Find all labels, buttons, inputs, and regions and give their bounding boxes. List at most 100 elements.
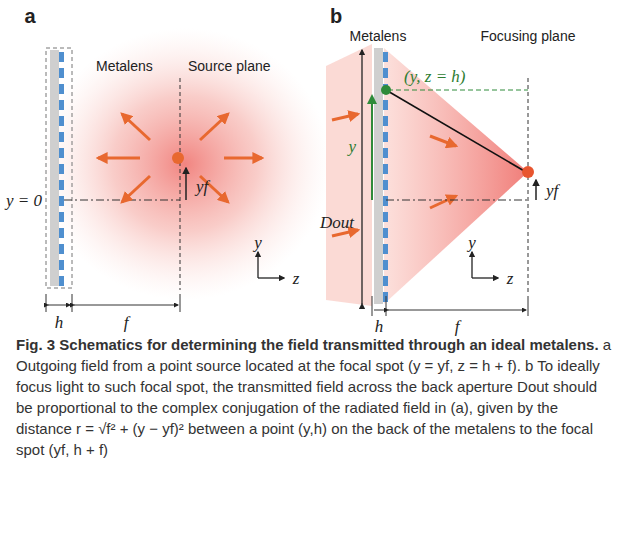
- panel-letter: b: [330, 6, 342, 26]
- axis-y0: [386, 200, 528, 201]
- caption-block: Fig. 3 Schematics for determining the fi…: [16, 334, 612, 460]
- figure-part: [332, 114, 358, 120]
- nanopillar: [59, 100, 64, 110]
- tick: [386, 296, 387, 316]
- nanopillar: [383, 164, 388, 174]
- nanopillar: [383, 132, 388, 142]
- nanopillar: [59, 180, 64, 190]
- panel-letter: a: [24, 6, 35, 26]
- nanopillar: [59, 196, 64, 206]
- radiated-field: [40, 28, 330, 300]
- radiated-arrows: [98, 114, 262, 202]
- metasurface-pillars: [59, 52, 64, 286]
- nanopillar: [59, 276, 64, 286]
- symbol-label: y: [348, 138, 356, 155]
- nanopillar: [59, 84, 64, 94]
- nanopillar: [383, 68, 388, 78]
- spacer: [599, 336, 603, 353]
- tick: [46, 294, 47, 312]
- symbol-label: f: [455, 318, 460, 335]
- focusing-plane-line: [528, 78, 529, 292]
- symbol-label: y: [468, 234, 476, 251]
- nanopillar: [383, 212, 388, 222]
- focal-spot: [522, 166, 534, 178]
- part-label: Metalens: [350, 29, 407, 43]
- figure-part: [224, 157, 262, 160]
- y-level-line: [388, 90, 528, 91]
- panel-a: [40, 28, 330, 312]
- point-source: [172, 152, 184, 164]
- figure-caption: a Outgoing field from a point source loc…: [16, 336, 611, 458]
- symbol-label: Dout: [320, 214, 354, 231]
- nanopillar: [383, 116, 388, 126]
- tick: [372, 296, 373, 316]
- nanopillar: [59, 260, 64, 270]
- axis-y: [471, 252, 472, 278]
- axis-z: [472, 277, 498, 278]
- figure-part: [98, 157, 140, 160]
- figure-title: Fig. 3 Schematics for determining the fi…: [16, 336, 599, 353]
- part-label: Focusing plane: [481, 29, 576, 43]
- nanopillar: [383, 100, 388, 110]
- nanopillar: [383, 260, 388, 270]
- symbol-label: (y, z = h): [404, 68, 466, 85]
- figure-part: [122, 114, 150, 140]
- yf-arrow: [535, 180, 537, 200]
- nanopillar: [59, 132, 64, 142]
- symbol-label: z: [293, 270, 300, 287]
- focusing-cone: [384, 48, 528, 304]
- symbol-label: y: [254, 234, 262, 251]
- nanopillar: [383, 244, 388, 254]
- nanopillar: [383, 180, 388, 190]
- symbol-label: yf: [196, 178, 208, 195]
- nanopillar: [59, 148, 64, 158]
- nanopillar: [59, 164, 64, 174]
- metalens-substrate: [374, 48, 383, 304]
- axis-y: [257, 252, 258, 278]
- nanopillar: [59, 116, 64, 126]
- symbol-label: y = 0: [6, 192, 42, 209]
- nanopillar: [59, 228, 64, 238]
- lens-point: [381, 85, 391, 95]
- source-plane-line: [180, 78, 181, 290]
- symbol-label: h: [55, 314, 64, 331]
- tick: [180, 294, 181, 312]
- part-label: Source plane: [188, 59, 271, 73]
- symbol-label: yf: [546, 182, 558, 199]
- figure-part: [430, 136, 456, 146]
- part-label: Metalens: [96, 59, 153, 73]
- nanopillar: [59, 52, 64, 62]
- panel-b: [326, 44, 536, 316]
- nanopillar: [383, 52, 388, 62]
- figure-part: [332, 230, 358, 236]
- h-dimension: [48, 305, 70, 306]
- h-dimension: [374, 310, 384, 311]
- incident-field: [326, 44, 372, 306]
- metalens-substrate: [50, 50, 59, 286]
- nanopillar: [59, 68, 64, 78]
- nanopillar: [59, 244, 64, 254]
- axis-z: [258, 277, 284, 278]
- tick: [528, 296, 529, 316]
- figure-part: [200, 114, 228, 140]
- distance-r: [386, 90, 526, 172]
- f-dimension: [74, 305, 178, 306]
- figure-part: [430, 196, 456, 208]
- f-dimension: [388, 310, 526, 311]
- metalens-box: [46, 48, 72, 288]
- yf-arrow: [185, 168, 187, 200]
- nanopillar: [383, 228, 388, 238]
- aperture-dimension: [361, 50, 362, 304]
- nanopillar: [383, 276, 388, 286]
- nanopillar: [383, 148, 388, 158]
- symbol-label: f: [124, 314, 129, 331]
- nanopillar: [383, 196, 388, 206]
- nanopillar: [59, 212, 64, 222]
- figure-part: [122, 176, 150, 202]
- symbol-label: z: [507, 270, 514, 287]
- symbol-label: h: [375, 318, 384, 335]
- y-arrow: [371, 96, 373, 200]
- tick: [72, 294, 73, 312]
